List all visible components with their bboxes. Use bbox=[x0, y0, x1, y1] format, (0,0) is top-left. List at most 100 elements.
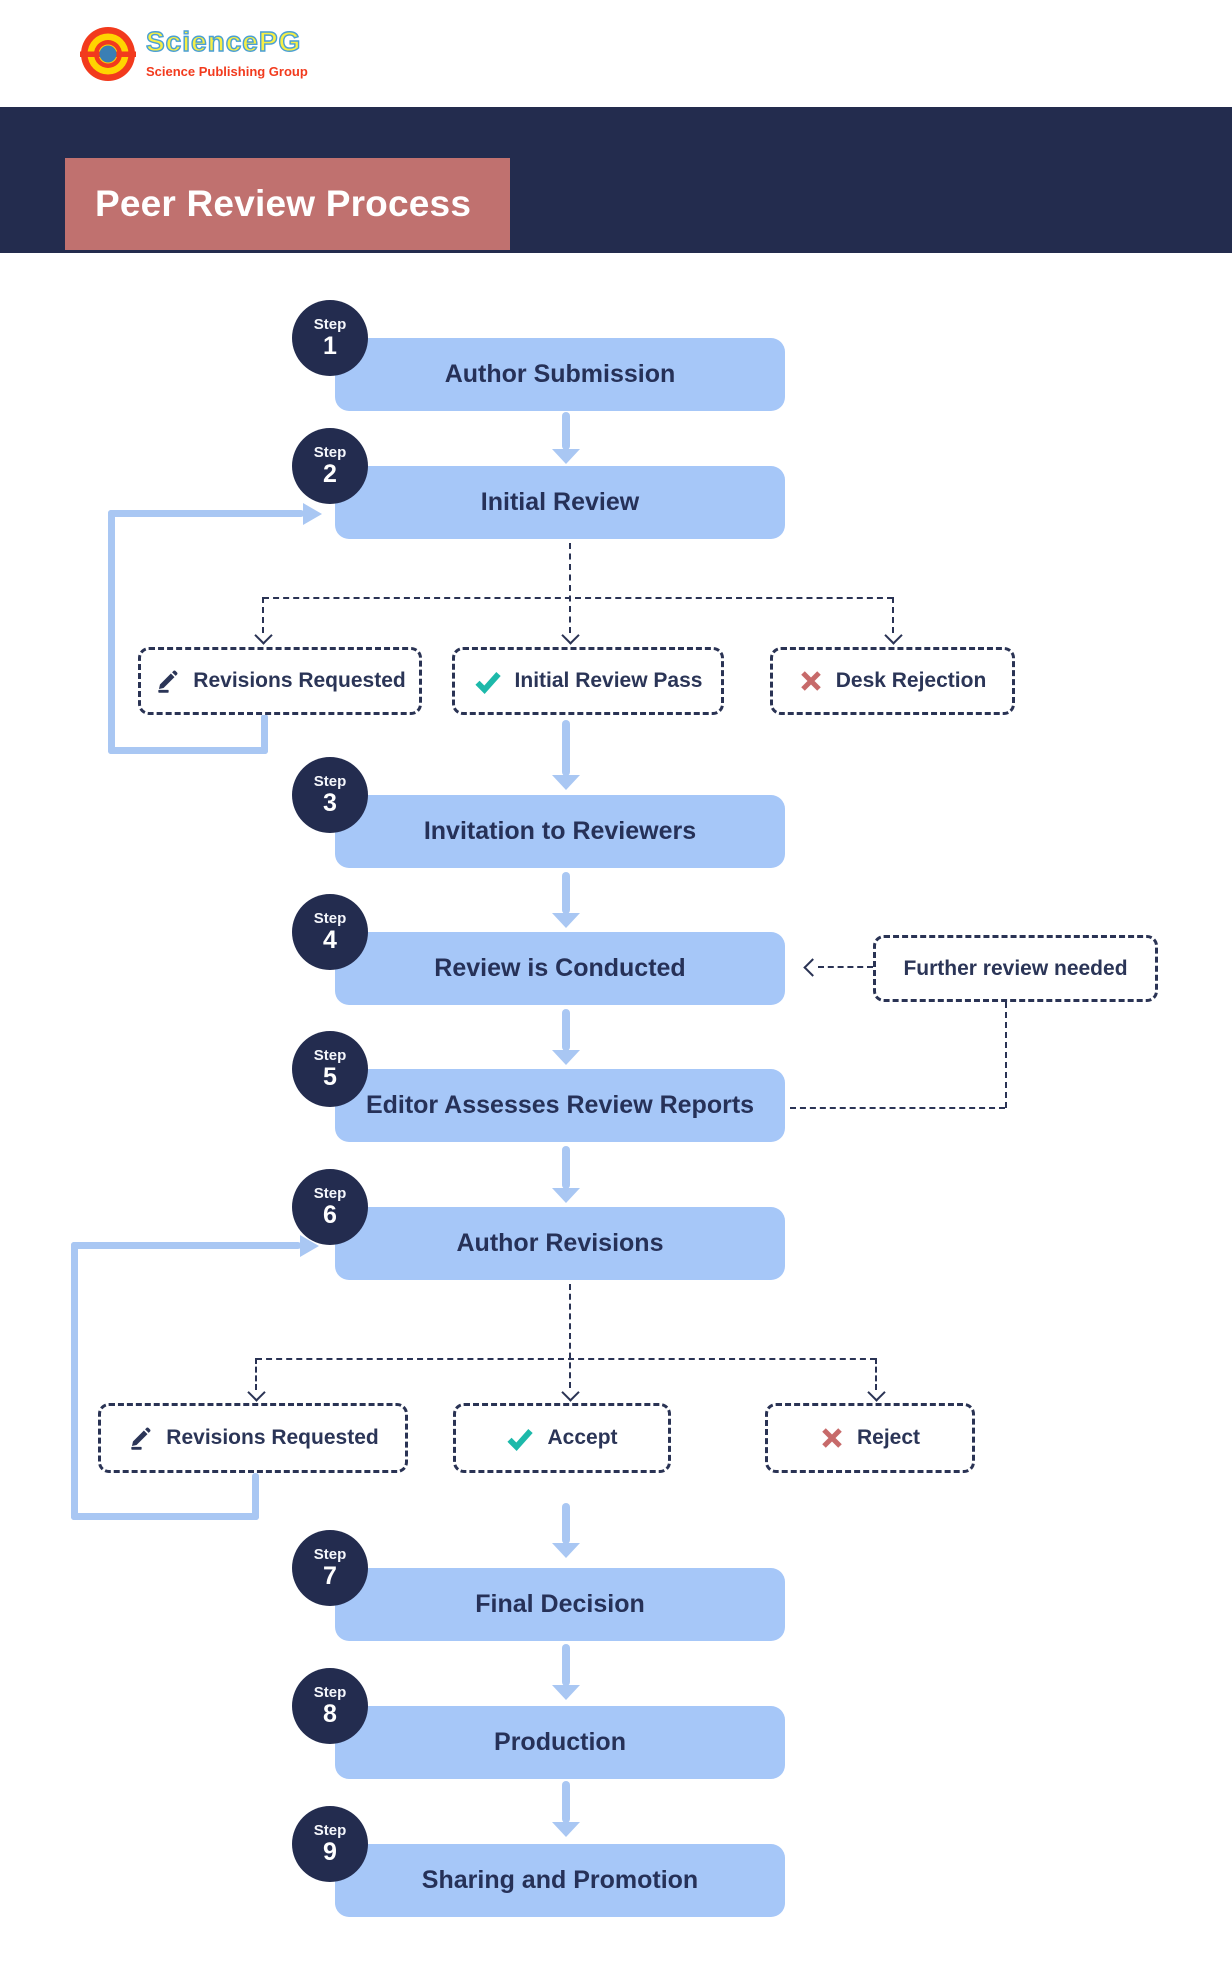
step-number: 6 bbox=[323, 1200, 337, 1229]
pencil-icon bbox=[158, 670, 178, 693]
step-box-author-submission: Author Submission bbox=[335, 338, 785, 411]
step-badge: Step bbox=[313, 444, 347, 461]
loop2-bottom-segment bbox=[71, 1513, 259, 1520]
loop1-arrow-right-icon bbox=[303, 503, 322, 525]
decision-initial-review-pass: Initial Review Pass bbox=[452, 647, 724, 715]
step-number: 3 bbox=[323, 788, 337, 817]
callout-return-vline bbox=[1005, 1002, 1007, 1108]
step-badge: Step bbox=[313, 1047, 347, 1064]
loop1-top-segment bbox=[108, 510, 304, 517]
page-title: Peer Review Process bbox=[95, 183, 472, 224]
cross-icon bbox=[822, 1428, 842, 1448]
cross-icon bbox=[800, 671, 821, 691]
step-number: 5 bbox=[323, 1062, 337, 1091]
step-badge: Step bbox=[313, 910, 347, 927]
split2-stem-line bbox=[569, 1284, 571, 1388]
chevron-down-icon bbox=[561, 626, 580, 645]
step-number: 8 bbox=[323, 1699, 337, 1728]
arrow-down-icon bbox=[552, 1146, 580, 1203]
step-badge: Step bbox=[313, 1684, 347, 1701]
loop1-down-segment bbox=[261, 714, 268, 754]
step-box-editor-assesses-review-reports: Editor Assesses Review Reports bbox=[335, 1069, 785, 1142]
chevron-down-icon bbox=[247, 1383, 266, 1402]
arrow-down-icon bbox=[552, 1503, 580, 1558]
step-box-final-decision: Final Decision bbox=[335, 1568, 785, 1641]
step-title: Initial Review bbox=[480, 488, 640, 516]
step-number: 7 bbox=[323, 1561, 337, 1590]
logo-brand: SciencePG bbox=[145, 25, 302, 57]
callout-arrow-line bbox=[818, 966, 873, 968]
split2-right-drop bbox=[875, 1358, 877, 1390]
decision-desk-rejection: Desk Rejection bbox=[770, 647, 1015, 715]
loop2-top-segment bbox=[71, 1242, 301, 1249]
step-number: 9 bbox=[323, 1837, 337, 1866]
step-title: Review is Conducted bbox=[434, 954, 686, 982]
split2-rail-line bbox=[256, 1358, 876, 1360]
loop1-bottom-segment bbox=[108, 747, 268, 754]
loop1-left-segment bbox=[108, 510, 115, 754]
title-band: Peer Review Process bbox=[0, 107, 1232, 253]
step-badge: Step bbox=[313, 316, 347, 333]
arrow-down-icon bbox=[552, 1644, 580, 1700]
arrow-down-icon bbox=[552, 720, 580, 790]
callout-further-review-needed: Further review needed bbox=[873, 935, 1158, 1002]
check-icon bbox=[474, 672, 501, 694]
step-badge: Step bbox=[313, 1822, 347, 1839]
step-box-invitation-to-reviewers: Invitation to Reviewers bbox=[335, 795, 785, 868]
arrow-down-icon bbox=[552, 872, 580, 928]
chevron-down-icon bbox=[884, 626, 903, 645]
decision-revisions-requested-1: Revisions Requested bbox=[138, 647, 422, 715]
loop2-down-segment bbox=[252, 1473, 259, 1520]
step-title: Production bbox=[494, 1728, 626, 1756]
split1-right-drop bbox=[892, 597, 894, 633]
pencil-icon bbox=[131, 1427, 151, 1450]
decision-label: Initial Review Pass bbox=[514, 669, 703, 692]
callout-return-hline bbox=[790, 1107, 1005, 1109]
step-box-review-is-conducted: Review is Conducted bbox=[335, 932, 785, 1005]
step-title: Author Revisions bbox=[456, 1229, 664, 1257]
step-title: Invitation to Reviewers bbox=[423, 817, 697, 845]
title-box: Peer Review Process bbox=[65, 158, 510, 250]
sciencepg-emblem-icon bbox=[80, 27, 136, 81]
step-box-author-revisions: Author Revisions bbox=[335, 1207, 785, 1280]
decision-label: Desk Rejection bbox=[835, 669, 987, 692]
decision-accept: Accept bbox=[453, 1403, 671, 1473]
loop2-left-segment bbox=[71, 1242, 78, 1520]
step-title: Author Submission bbox=[444, 360, 676, 388]
decision-revisions-requested-2: Revisions Requested bbox=[98, 1403, 408, 1473]
decision-label: Accept bbox=[547, 1426, 618, 1449]
step-title: Final Decision bbox=[475, 1590, 645, 1618]
chevron-down-icon bbox=[867, 1383, 886, 1402]
split2-left-drop bbox=[255, 1358, 257, 1390]
check-icon bbox=[507, 1429, 534, 1451]
step-number: 2 bbox=[323, 459, 337, 488]
chevron-left-icon bbox=[803, 958, 822, 977]
step-badge: Step bbox=[313, 1546, 347, 1563]
arrow-down-icon bbox=[552, 412, 580, 464]
chevron-down-icon bbox=[254, 626, 273, 645]
step-number: 4 bbox=[323, 925, 337, 954]
step-box-initial-review: Initial Review bbox=[335, 466, 785, 539]
arrow-down-icon bbox=[552, 1781, 580, 1837]
logo-tagline: Science Publishing Group bbox=[146, 64, 308, 79]
callout-label: Further review needed bbox=[903, 956, 1128, 980]
split1-left-drop bbox=[262, 597, 264, 633]
step-title: Sharing and Promotion bbox=[421, 1866, 699, 1894]
step-title: Editor Assesses Review Reports bbox=[365, 1091, 755, 1119]
split1-stem-line bbox=[569, 543, 571, 633]
step-box-production: Production bbox=[335, 1706, 785, 1779]
split1-rail-line bbox=[263, 597, 893, 599]
chevron-down-icon bbox=[561, 1383, 580, 1402]
decision-label: Revisions Requested bbox=[166, 1426, 379, 1449]
step-number: 1 bbox=[323, 331, 337, 360]
